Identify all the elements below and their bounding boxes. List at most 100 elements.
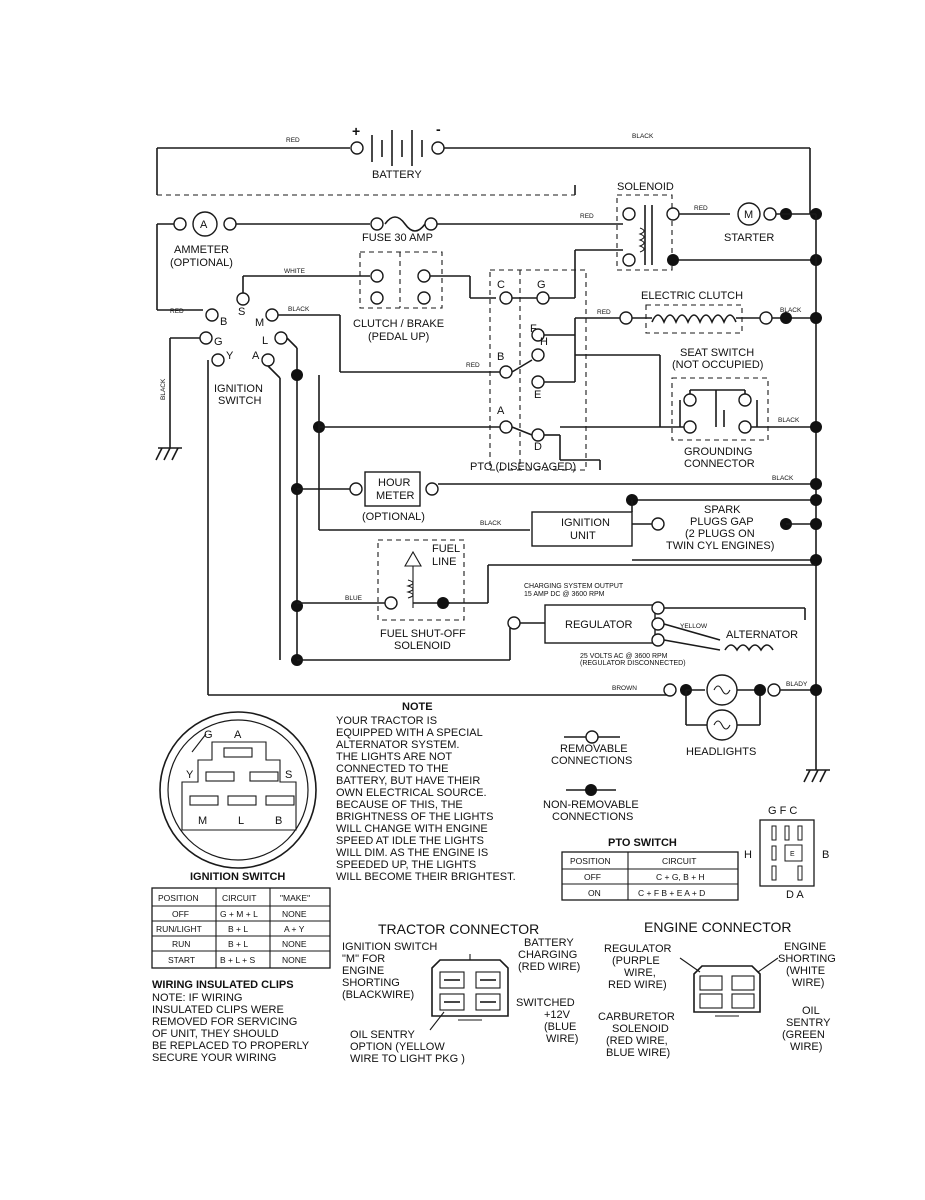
ec-shorting-line: (WHITE: [786, 965, 825, 977]
clutch-label-2: (PEDAL UP): [368, 331, 429, 343]
note-line: CONNECTED TO THE: [336, 763, 448, 775]
ign-cell: A + Y: [284, 924, 305, 934]
pto-cell: C + F B + E A + D: [638, 888, 705, 898]
face-m: M: [198, 815, 207, 827]
note-line: WILL CHANGE WITH ENGINE: [336, 823, 488, 835]
ec-carb-line: BLUE WIRE): [606, 1047, 670, 1059]
pto-table-title: PTO SWITCH: [608, 837, 677, 849]
ign-term-b: B: [220, 316, 227, 328]
seat-switch-label-1: SEAT SWITCH: [680, 347, 754, 359]
note-line: THE LIGHTS ARE NOT: [336, 751, 452, 763]
legend-removable-1: REMOVABLE: [560, 743, 628, 755]
wire-label-yellow: YELLOW: [680, 623, 708, 630]
tc-switched-line: (BLUE: [544, 1021, 576, 1033]
ac-output-2: (REGULATOR DISCONNECTED): [580, 660, 686, 667]
pto-face-left: H: [744, 849, 752, 861]
spark-label-1: SPARK: [704, 504, 741, 516]
battery-plus: +: [352, 123, 360, 139]
note-line: ALTERNATOR SYSTEM.: [336, 739, 459, 751]
clips-line: REMOVED FOR SERVICING: [152, 1016, 297, 1028]
battery: + - BATTERY RED BLACK: [156, 121, 811, 214]
clips-note: NOTE: IF WIRING INSULATED CLIPS WERE REM…: [152, 992, 310, 1064]
seat-switch: SEAT SWITCH (NOT OCCUPIED) GROUNDING CON…: [671, 347, 769, 470]
clips-line: OF UNIT, THEY SHOULD: [152, 1028, 279, 1040]
wire-label-white: WHITE: [284, 268, 306, 275]
pto-term-g: G: [537, 279, 546, 291]
ignition-switch-face: G A Y S M L B: [159, 711, 317, 869]
note-line: YOUR TRACTOR IS: [336, 715, 437, 727]
seat-switch-label-2: (NOT OCCUPIED): [672, 359, 763, 371]
ec-carb-line: CARBURETOR: [598, 1011, 675, 1023]
tc-ignition-line: ENGINE: [342, 965, 384, 977]
tc-oil-line: WIRE TO LIGHT PKG ): [350, 1053, 465, 1065]
tc-ignition-line: SHORTING: [342, 977, 400, 989]
solenoid-label: SOLENOID: [617, 181, 674, 193]
alternator: ALTERNATOR: [724, 629, 798, 652]
tc-battery-line: BATTERY: [524, 937, 574, 949]
electric-clutch-label: ELECTRIC CLUTCH: [641, 290, 743, 302]
ign-cell: B + L: [228, 924, 248, 934]
clips-title: WIRING INSULATED CLIPS: [152, 979, 294, 991]
clutch-label-1: CLUTCH / BRAKE: [353, 318, 444, 330]
charging-output-2: 15 AMP DC @ 3600 RPM: [524, 591, 605, 598]
ammeter-label-1: AMMETER: [174, 244, 229, 256]
tc-switched-line: +12V: [544, 1009, 571, 1021]
ground-symbol-right: [803, 769, 830, 783]
ign-term-s: S: [238, 306, 245, 318]
ammeter: A AMMETER (OPTIONAL): [170, 211, 237, 269]
ec-regulator-line: (PURPLE: [612, 955, 660, 967]
note-line: OWN ELECTRICAL SOURCE.: [336, 787, 487, 799]
pto-th-circuit: CIRCUIT: [662, 856, 696, 866]
tc-ignition-line: "M" FOR: [342, 953, 385, 965]
legend-nonremovable-1: NON-REMOVABLE: [543, 799, 639, 811]
ign-term-y: Y: [226, 350, 234, 362]
fuel-line-2: LINE: [432, 556, 456, 568]
legend-non-removable: NON-REMOVABLE CONNECTIONS: [543, 784, 639, 823]
starter-label: STARTER: [724, 232, 774, 244]
tc-ignition-line: IGNITION SWITCH: [342, 941, 437, 953]
legend-removable: REMOVABLE CONNECTIONS: [551, 730, 632, 767]
note-line: BECAUSE OF THIS, THE: [336, 799, 463, 811]
face-b: B: [275, 815, 282, 827]
face-l: L: [238, 815, 244, 827]
ec-regulator-line: RED WIRE): [608, 979, 667, 991]
grounding-label-1: GROUNDING: [684, 446, 752, 458]
ignition-unit-label-1: IGNITION: [561, 517, 610, 529]
spark-label-4: TWIN CYL ENGINES): [666, 540, 774, 552]
ign-cell: START: [168, 955, 195, 965]
note-line: SPEED AT IDLE THE LIGHTS: [336, 835, 484, 847]
ign-cell: RUN/LIGHT: [156, 924, 202, 934]
ec-carb-line: (RED WIRE,: [606, 1035, 668, 1047]
fuel-shutoff-label-2: SOLENOID: [394, 640, 451, 652]
note-line: EQUIPPED WITH A SPECIAL: [336, 727, 483, 739]
wire-label-black-battery: BLACK: [632, 133, 654, 140]
pto-face-right: B: [822, 849, 829, 861]
legend-nonremovable-2: CONNECTIONS: [552, 811, 633, 823]
clips-line: SECURE YOUR WIRING: [152, 1052, 276, 1064]
clips-line: INSULATED CLIPS WERE: [152, 1004, 284, 1016]
tc-ignition-line: (BLACKWIRE): [342, 989, 414, 1001]
ec-shorting-line: SHORTING: [778, 953, 836, 965]
starter-symbol: M: [744, 209, 753, 221]
clips-line: BE REPLACED TO PROPERLY: [152, 1040, 310, 1052]
pto-cell: OFF: [584, 872, 601, 882]
pto-label: PTO (DISENGAGED): [470, 461, 576, 473]
face-a: A: [234, 729, 242, 741]
ign-th-make: "MAKE": [280, 893, 310, 903]
pto-face-bottom: D A: [786, 889, 804, 901]
fuel-line-1: FUEL: [432, 543, 460, 555]
note-line: WILL DIM. AS THE ENGINE IS: [336, 847, 488, 859]
engine-connector-title: ENGINE CONNECTOR: [644, 919, 792, 935]
wire-label-black-seat: BLACK: [778, 417, 800, 424]
tractor-connector-title: TRACTOR CONNECTOR: [378, 921, 539, 937]
pto-term-c: C: [497, 279, 505, 291]
note-line: SPEEDED UP, THE LIGHTS: [336, 859, 476, 871]
wire-label-red-fuse: RED: [580, 213, 594, 220]
ign-th-position: POSITION: [158, 893, 199, 903]
charging-output-1: CHARGING SYSTEM OUTPUT: [524, 583, 624, 590]
spark-label-3: (2 PLUGS ON: [685, 528, 755, 540]
pto-cell: C + G, B + H: [656, 872, 705, 882]
ign-term-a: A: [252, 350, 260, 362]
ec-oil-line: WIRE): [790, 1041, 822, 1053]
